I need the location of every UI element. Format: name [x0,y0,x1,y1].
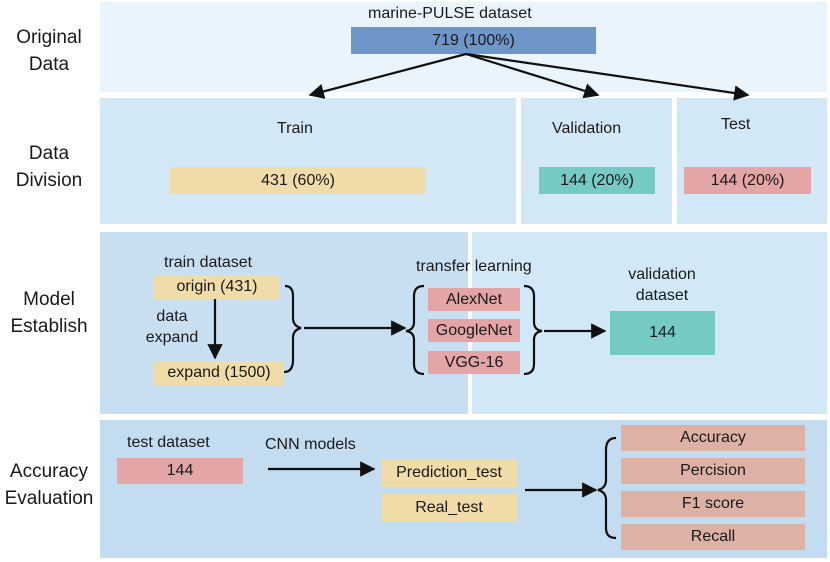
model-googlenet: GoogleNet [428,319,520,342]
validation-dataset-box: 144 [610,311,715,355]
total-box: 719 (100%) [351,27,596,54]
stage-line: Data [28,143,70,164]
train-count-box: 431 (60%) [170,167,426,194]
cnn-models-label: CNN models [265,436,356,453]
stage-label-original: Original Data [0,24,98,78]
stage-line: Data [28,54,70,75]
expand-box: expand (1500) [154,361,284,385]
expand-label-line: expand [145,329,199,346]
metric-percision: Percision [621,458,805,484]
validation-label: Validation [552,120,622,137]
arrow-to-test [465,52,750,101]
expand-label-line: data [156,308,188,325]
stage-label-model: Model Establish [0,286,98,340]
stage-line: Model [23,289,75,310]
brace-models-left [405,284,425,376]
prediction-test-box: Prediction_test [381,459,517,487]
real-test-box: Real_test [381,494,517,522]
brace-metrics [597,436,617,540]
train-division-panel [100,98,516,224]
metric-accuracy: Accuracy [621,425,805,451]
model-vgg16: VGG-16 [428,351,520,374]
metric-recall: Recall [621,524,805,550]
transfer-learning-label: transfer learning [416,258,532,275]
train-label: Train [277,120,313,137]
stage-line: Establish [10,316,88,337]
validation-count-box: 144 (20%) [539,167,655,194]
stage-label-accuracy: Accuracy Evaluation [0,458,98,512]
brace-models-right [523,284,543,376]
test-dataset-box: 144 [117,458,243,484]
stage-line: Evaluation [4,488,94,509]
data-expand-label: data expand [142,306,202,348]
validation-label-line: validation [628,266,696,283]
arrow-to-train [308,52,467,99]
metric-f1-score: F1 score [621,491,805,517]
model-alexnet: AlexNet [428,288,520,311]
validation-label-line: dataset [635,287,689,304]
test-count-box: 144 (20%) [684,167,811,194]
validation-division-panel [521,98,672,224]
test-division-panel [677,98,827,224]
validation-dataset-label: validation dataset [610,264,714,306]
test-label: Test [721,116,751,133]
train-dataset-label: train dataset [164,254,253,271]
test-dataset-label: test dataset [127,434,210,451]
stage-line: Original [16,27,82,48]
stage-label-division: Data Division [0,140,98,194]
origin-box: origin (431) [154,275,280,299]
stage-line: Accuracy [9,461,89,482]
arrow-to-validation [465,52,600,99]
stage-line: Division [15,170,83,191]
brace-train [283,284,302,374]
dataset-title: marine-PULSE dataset [368,5,532,22]
